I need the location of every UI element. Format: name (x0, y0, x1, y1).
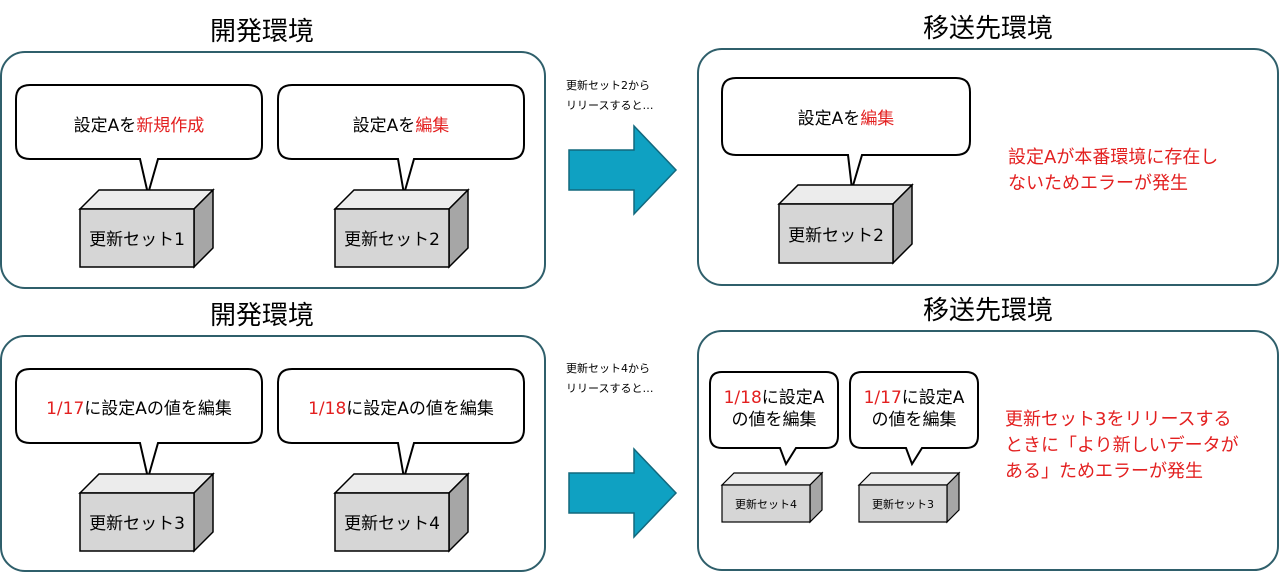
target-env-title-bottom: 移送先環境 (923, 296, 1053, 326)
target-env-panel-bottom (697, 330, 1279, 571)
target-update-set-box-3: 更新セット3 (857, 471, 961, 524)
update-set-box-4: 更新セット4 (333, 472, 470, 553)
arrow-caption-bottom: 更新セット4から リリースすると… (566, 361, 654, 395)
update-set-1-label: 更新セット1 (89, 230, 185, 250)
update-set-2-label: 更新セット2 (344, 230, 440, 250)
target-update-set-4-label: 更新セット4 (735, 497, 797, 511)
target-bubble-bottom-1-text: 1/18に設定A (724, 388, 825, 408)
target-update-set-2-label: 更新セット2 (788, 226, 884, 246)
target-update-set-3-label: 更新セット3 (872, 497, 934, 511)
target-env-title-top: 移送先環境 (923, 14, 1053, 44)
dev-env-title-top: 開発環境 (210, 17, 314, 47)
update-set-4-label: 更新セット4 (344, 514, 440, 534)
target-bubble-top-text: 設定Aを編集 (798, 109, 895, 129)
speech-bubble-bottom-2 (277, 368, 525, 479)
target-bubble-bottom-2-line2: の値を編集 (872, 410, 957, 430)
dev-env-panel-top (0, 51, 546, 289)
speech-bubble-bottom-1 (15, 368, 263, 479)
speech-bubble-target-bottom-1 (709, 371, 839, 467)
target-update-set-box-4: 更新セット4 (720, 471, 824, 524)
arrow-caption-top: 更新セット2から リリースすると… (566, 78, 654, 112)
speech-bubble-top-2 (277, 84, 525, 195)
update-set-box-2: 更新セット2 (333, 188, 470, 269)
speech-bubble-target-top (721, 77, 971, 190)
error-message-top: 設定Aが本番環境に存在し ないためエラーが発生 (1008, 147, 1224, 194)
release-arrow-top (568, 124, 678, 216)
error-message-bottom: 更新セット3をリリースする ときに「より新しいデータが ある」ためエラーが発生 (1005, 409, 1244, 482)
update-set-box-3: 更新セット3 (78, 472, 215, 553)
target-update-set-box-2: 更新セット2 (777, 183, 914, 265)
bubble-top-1-text: 設定Aを新規作成 (74, 116, 205, 136)
release-arrow-bottom (568, 447, 678, 539)
update-set-box-1: 更新セット1 (78, 188, 215, 269)
target-bubble-bottom-1-line2: の値を編集 (732, 410, 817, 430)
bubble-bottom-2-text: 1/18に設定Aの値を編集 (308, 399, 494, 419)
bubble-top-2-text: 設定Aを編集 (353, 116, 450, 136)
update-set-3-label: 更新セット3 (89, 514, 185, 534)
dev-env-panel-bottom (0, 335, 546, 572)
speech-bubble-top-1 (15, 84, 263, 195)
target-bubble-bottom-2-text: 1/17に設定A (864, 388, 965, 408)
dev-env-title-bottom: 開発環境 (210, 301, 314, 331)
speech-bubble-target-bottom-2 (849, 371, 979, 467)
bubble-bottom-1-text: 1/17に設定Aの値を編集 (46, 399, 232, 419)
target-env-panel-top (697, 48, 1279, 286)
